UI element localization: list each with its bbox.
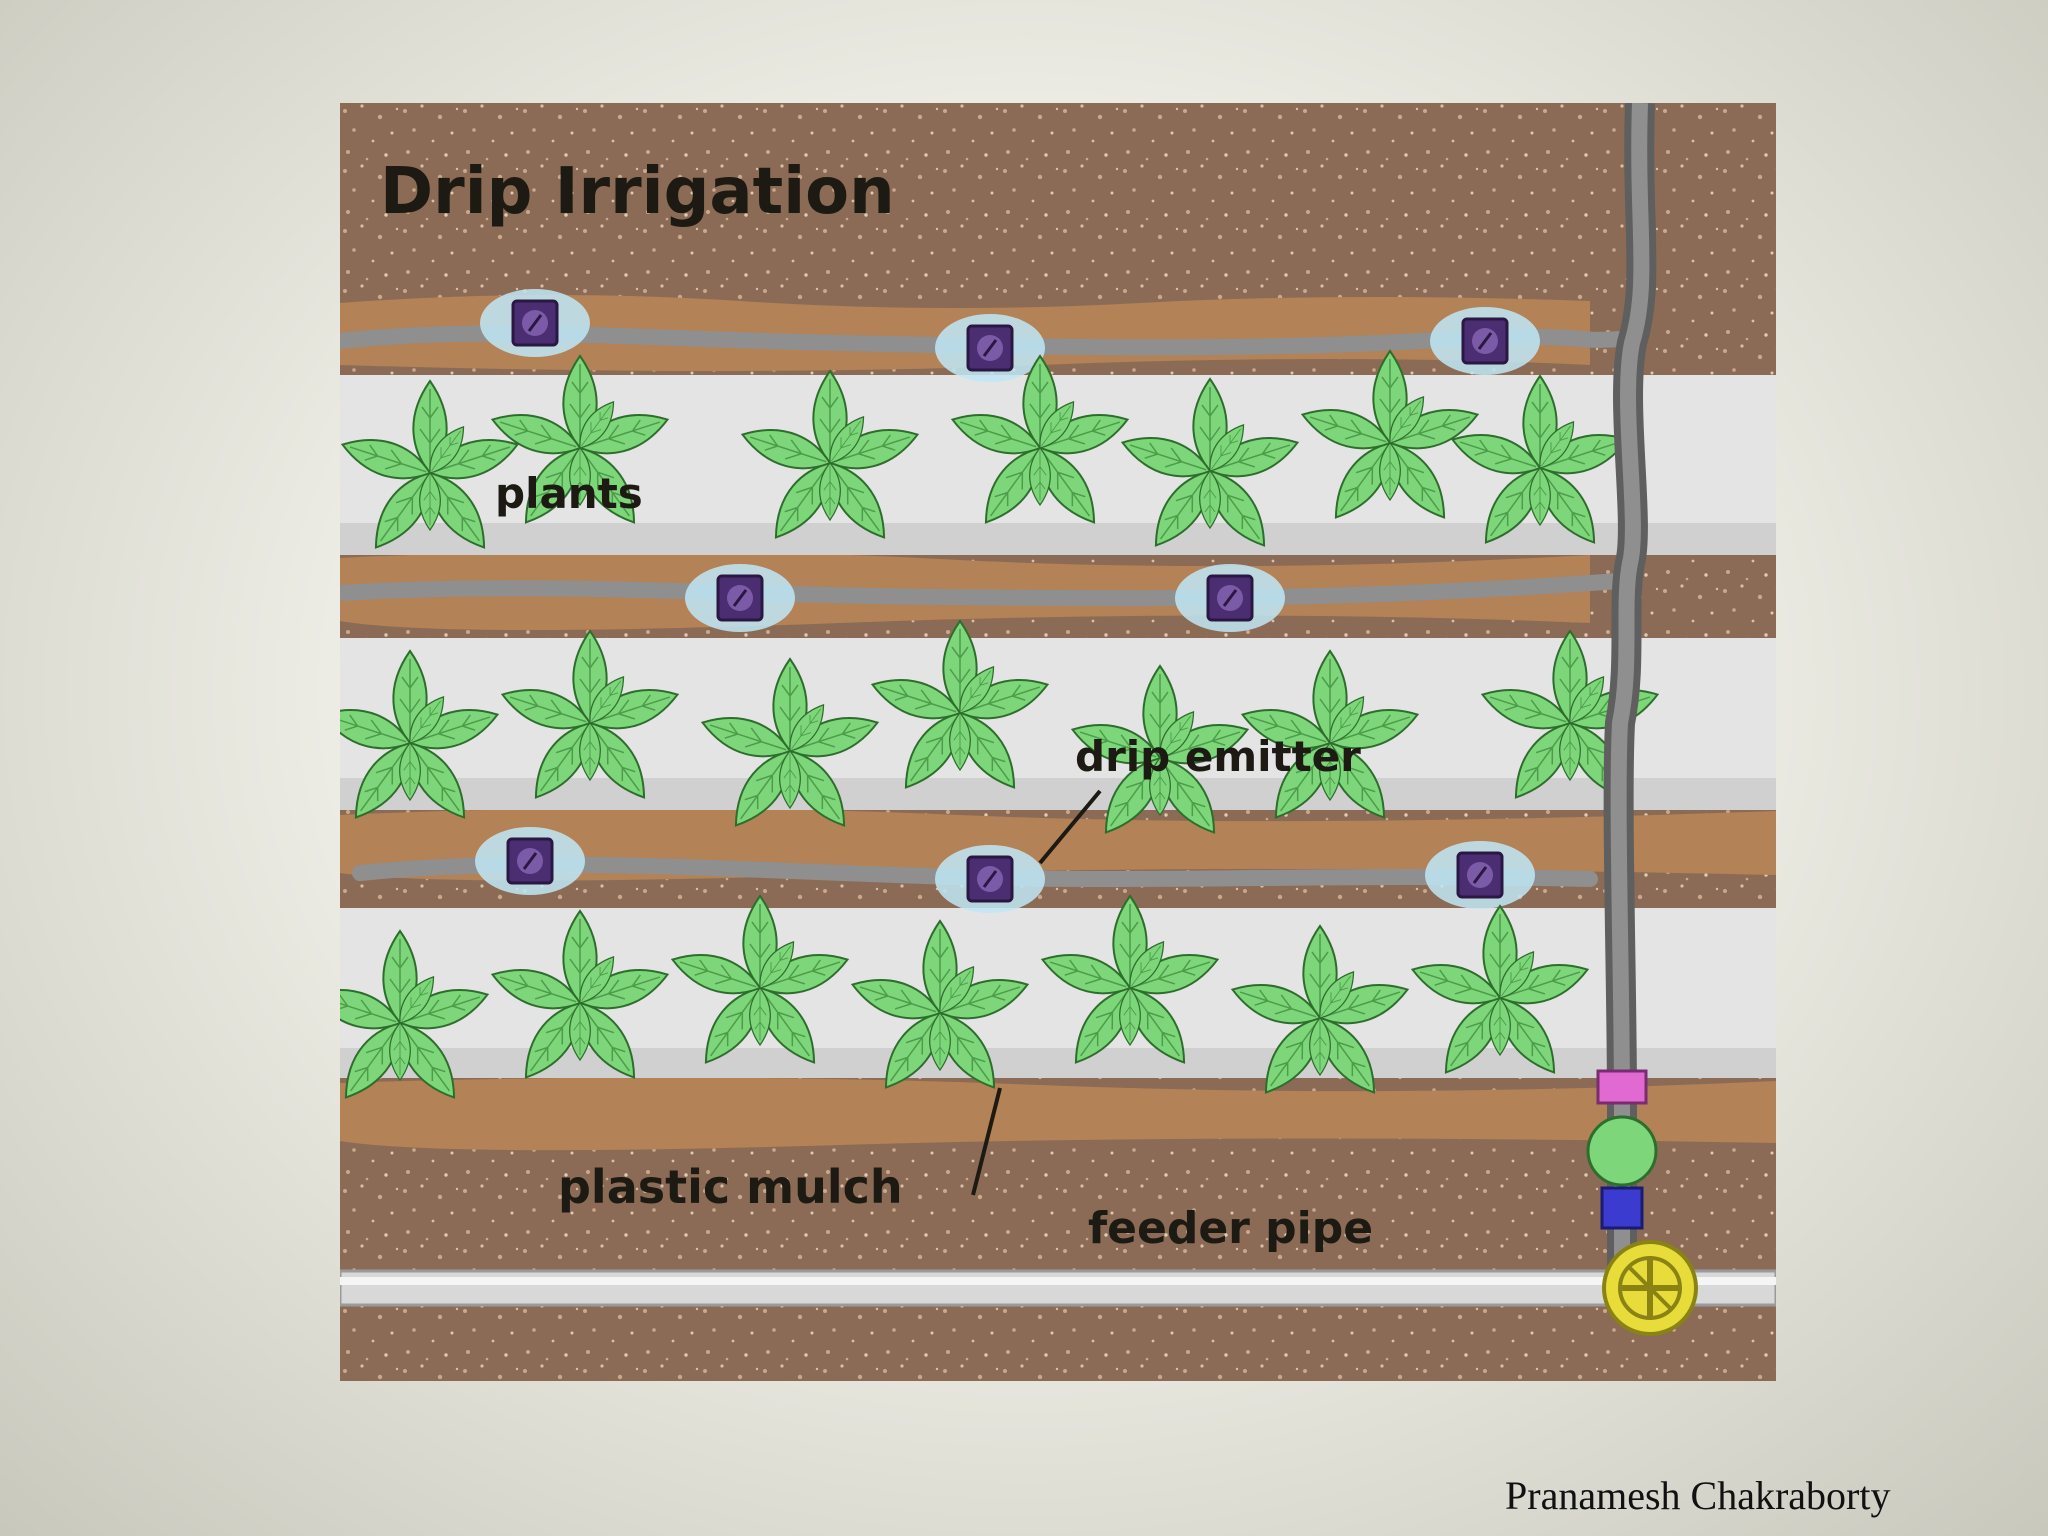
plants-label: plants xyxy=(495,469,643,518)
supply-pipe xyxy=(1586,103,1658,1273)
diagram-title: Drip Irrigation xyxy=(380,155,895,229)
feeder-pipe-label: feeder pipe xyxy=(1088,1203,1373,1254)
feeder-pipe xyxy=(340,1269,1776,1307)
valve-wheel[interactable] xyxy=(1602,1240,1698,1336)
plastic-mulch-label: plastic mulch xyxy=(558,1160,903,1214)
author-credit: Pranamesh Chakraborty xyxy=(1505,1473,1891,1518)
drip-irrigation-diagram: Drip Irrigation plants drip emitter plas… xyxy=(340,103,1776,1381)
drip-emitter-label: drip emitter xyxy=(1075,732,1361,781)
plastic-mulch-pointer xyxy=(971,1087,1002,1196)
drip-emitter-pointer xyxy=(1038,789,1102,865)
